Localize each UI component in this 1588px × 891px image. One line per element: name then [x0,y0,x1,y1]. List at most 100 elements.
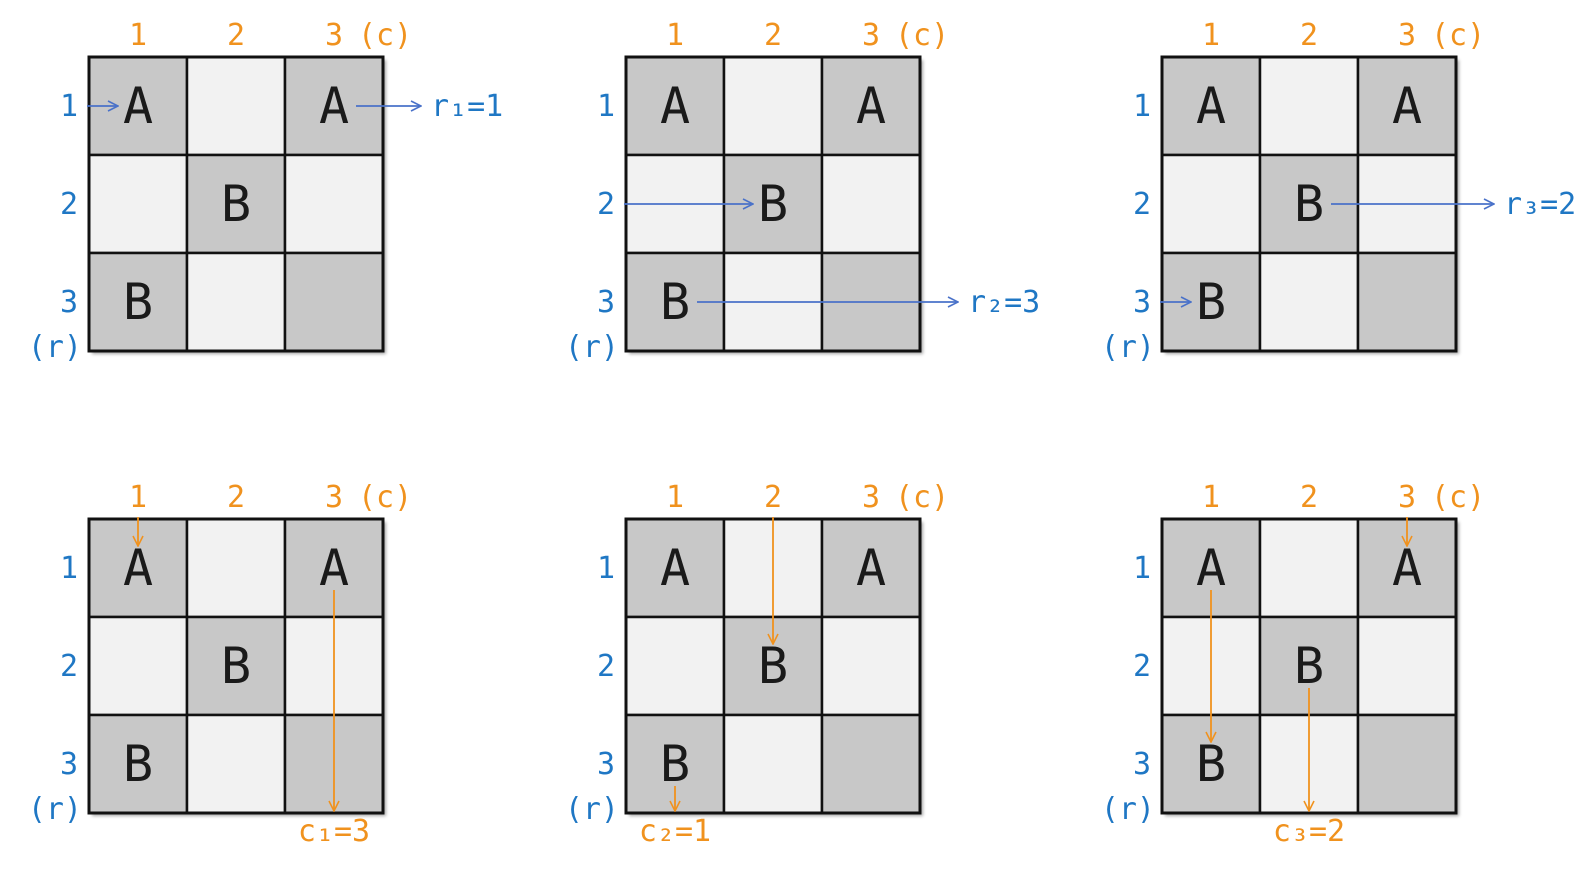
row-axis-label: (r) [565,330,619,365]
row-result-label: r₃=2 [1504,187,1576,222]
cell-letter: A [660,77,690,135]
panel-1: A A B B 1 2 3 (c) 1 2 3 (r) r₁=1 [28,18,503,365]
cell-letter: A [1196,539,1226,597]
cell-letter: B [221,175,251,233]
column-axis-label: (c) [895,480,949,515]
row-result-label: r₁=1 [431,89,503,124]
row-label: 3 [597,747,615,782]
cell-letter: B [123,735,153,793]
cell-letter: A [660,539,690,597]
row-label: 3 [1133,285,1151,320]
column-label: 2 [764,18,782,53]
grid-cell [185,713,287,815]
column-label: 1 [1202,480,1220,515]
grid-cell [1160,153,1262,255]
grid-border [1160,517,1458,815]
grid-cell [722,55,824,157]
cell-letter: B [660,735,690,793]
column-label: 3 [325,18,343,53]
cell-letter: B [123,273,153,331]
grid-border [87,55,385,353]
grid-cell [1356,713,1458,815]
column-label: 3 [862,18,880,53]
grid-cell [820,517,922,619]
row-axis-label: (r) [1101,792,1155,827]
grid-cell [185,517,287,619]
row-axis-label: (r) [565,792,619,827]
column-axis-label: (c) [1431,18,1485,53]
cell-letter: A [123,77,153,135]
grid-border [87,517,385,815]
cell-letter: A [319,77,349,135]
cell-letter: B [758,175,788,233]
grid-cell [722,713,824,815]
grid-cell [1356,251,1458,353]
row-result-label: r₂=3 [968,285,1040,320]
column-label: 2 [1300,18,1318,53]
column-label: 2 [1300,480,1318,515]
row-label: 1 [1133,551,1151,586]
row-label: 3 [60,285,78,320]
grid-cell [185,615,287,717]
cell-letter: A [123,539,153,597]
grid-cell [820,615,922,717]
row-axis-label: (r) [1101,330,1155,365]
grid-cell [1160,55,1262,157]
grid-cell [1258,517,1360,619]
row-label: 1 [597,89,615,124]
grid-cell [820,153,922,255]
column-label: 1 [1202,18,1220,53]
column-result-label: c₃=2 [1273,814,1345,849]
column-label: 3 [1398,480,1416,515]
grid-cell [185,55,287,157]
grid-cell [87,153,189,255]
grid-cell [87,615,189,717]
column-label: 3 [862,480,880,515]
column-label: 1 [129,480,147,515]
row-label: 2 [60,187,78,222]
row-label: 3 [60,747,78,782]
row-label: 3 [1133,747,1151,782]
grid-cell [624,615,726,717]
row-axis-label: (r) [28,792,82,827]
column-label: 1 [666,480,684,515]
cell-letter: A [1392,77,1422,135]
grid-cell [820,713,922,815]
cell-letter: B [758,637,788,695]
row-label: 2 [597,187,615,222]
column-label: 1 [666,18,684,53]
cell-letter: B [1196,735,1226,793]
column-axis-label: (c) [358,18,412,53]
cell-letter: A [1392,539,1422,597]
column-label: 2 [227,18,245,53]
column-label: 3 [325,480,343,515]
row-label: 3 [597,285,615,320]
column-axis-label: (c) [895,18,949,53]
grid-cell [1356,615,1458,717]
column-result-label: c₁=3 [298,814,370,849]
cell-letter: B [1294,175,1324,233]
grid-cell [185,153,287,255]
column-result-label: c₂=1 [639,814,711,849]
row-label: 1 [60,551,78,586]
cell-letter: A [856,539,886,597]
row-label: 1 [60,89,78,124]
cell-letter: A [1196,77,1226,135]
column-label: 1 [129,18,147,53]
cell-letter: B [221,637,251,695]
grid-cell [283,251,385,353]
cell-letter: B [1294,637,1324,695]
cell-letter: A [319,539,349,597]
row-label: 2 [60,649,78,684]
grid-cell [185,251,287,353]
grid-cell [1258,251,1360,353]
row-label: 1 [597,551,615,586]
row-axis-label: (r) [28,330,82,365]
column-axis-label: (c) [1431,480,1485,515]
column-label: 3 [1398,18,1416,53]
